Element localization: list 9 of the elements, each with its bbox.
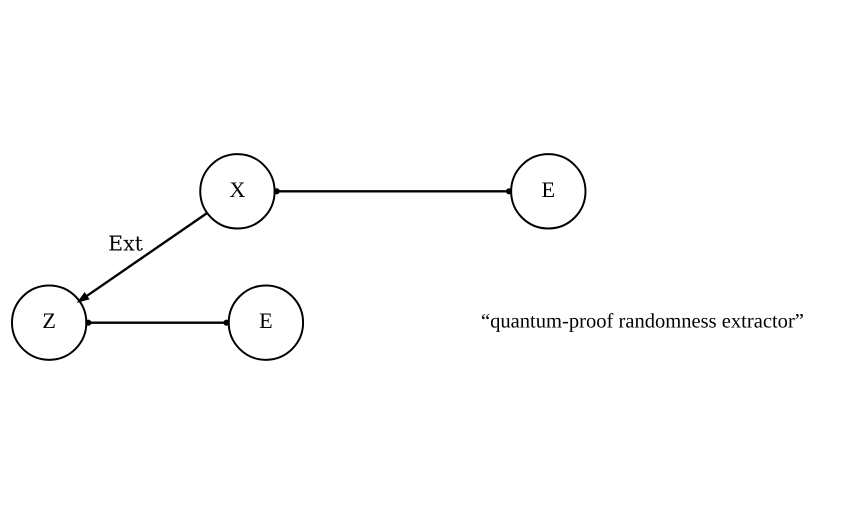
node-circle: E [228,284,304,360]
arrow [76,212,208,302]
connector [274,188,512,194]
node-circle: E [510,152,586,230]
label: “quantum-proof randomness extractor” [480,310,804,332]
connector [85,319,230,326]
edge-label: Ext [108,230,143,255]
node-circle: Z [11,284,88,360]
node-circle: X [199,152,276,230]
